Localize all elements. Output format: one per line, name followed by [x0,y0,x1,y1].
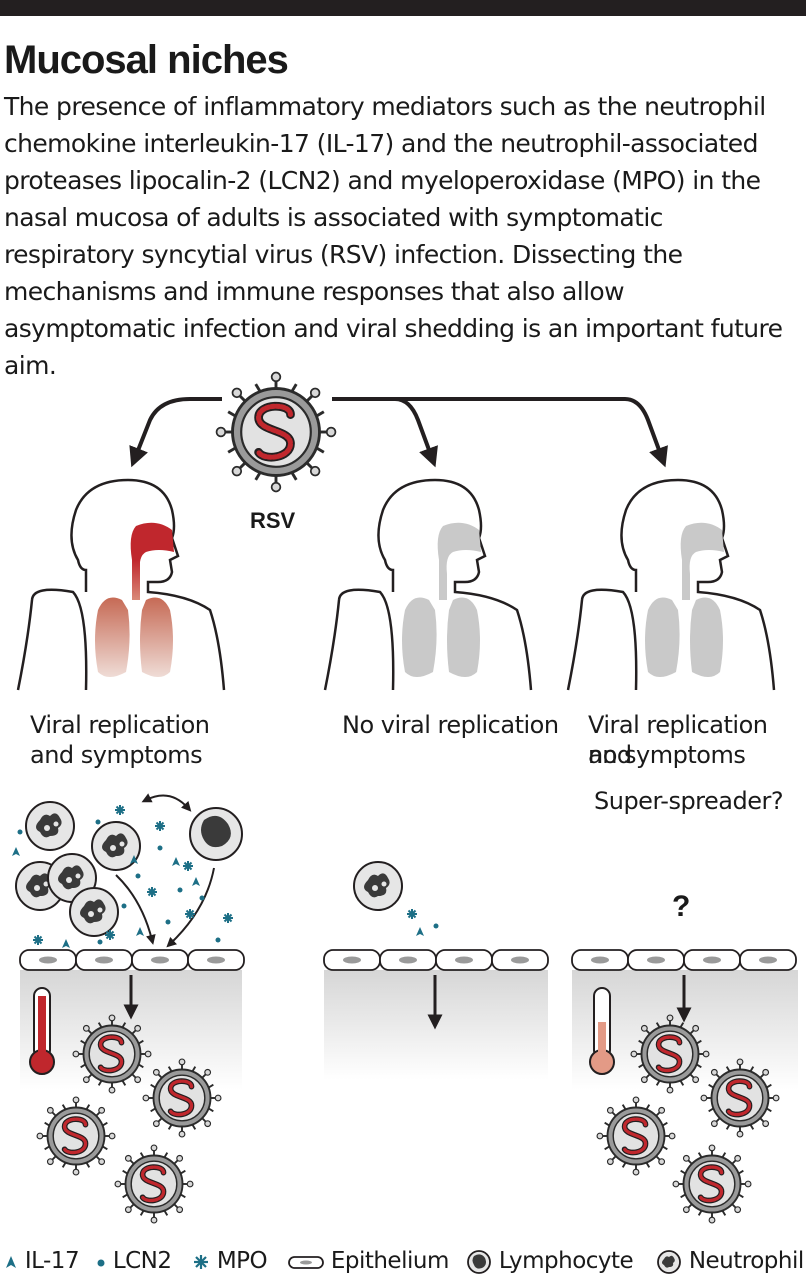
person-no-replication [323,478,533,691]
lcn2-icon [97,1259,105,1266]
neutrophil-icon [657,1249,681,1274]
legend: IL-17 LCN2 MPO Epithelium Lymphocyte Neu… [0,1246,806,1276]
person-symptomatic [16,478,226,691]
il17-icon [6,1255,16,1268]
unknown-question-mark: ? [672,890,691,923]
person-asymptomatic [566,478,776,691]
page-title: Mucosal niches [4,38,289,82]
legend-lcn2: LCN2 [96,1246,172,1276]
legend-neutrophil: Neutrophil [656,1246,804,1276]
legend-mpo: MPO [192,1246,268,1276]
mpo-icon [194,1254,208,1269]
legend-epithelium: Epithelium [288,1246,449,1276]
mucosa-panel-no-replication [323,861,549,1080]
mucosa-panel-symptomatic [12,793,245,1223]
virus-arrows [129,397,668,468]
outcome-3-line1: Viral replication and [588,711,768,769]
thermometer-low [589,987,615,1075]
outcome-2-line1: No viral replication [342,711,559,739]
thermometer-high [29,987,55,1075]
outcome-1-line2: and symptoms [30,741,203,769]
mucosa-panel-asymptomatic [571,949,798,1223]
lymphocyte-icon [467,1249,491,1274]
intro-paragraph: The presence of inflammatory mediators s… [4,92,783,380]
rsv-virus-icon [217,373,336,492]
super-spreader-note: Super-spreader? [594,787,784,815]
outcome-3-line2: no symptoms [588,741,746,769]
rsv-diagram [12,340,798,1240]
epithelium-icon [288,1255,324,1269]
rsv-label: RSV [250,508,296,533]
legend-lymphocyte: Lymphocyte [466,1246,634,1276]
legend-il17: IL-17 [4,1246,80,1276]
top-rule [0,0,806,16]
outcome-1-line1: Viral replication [30,711,210,739]
